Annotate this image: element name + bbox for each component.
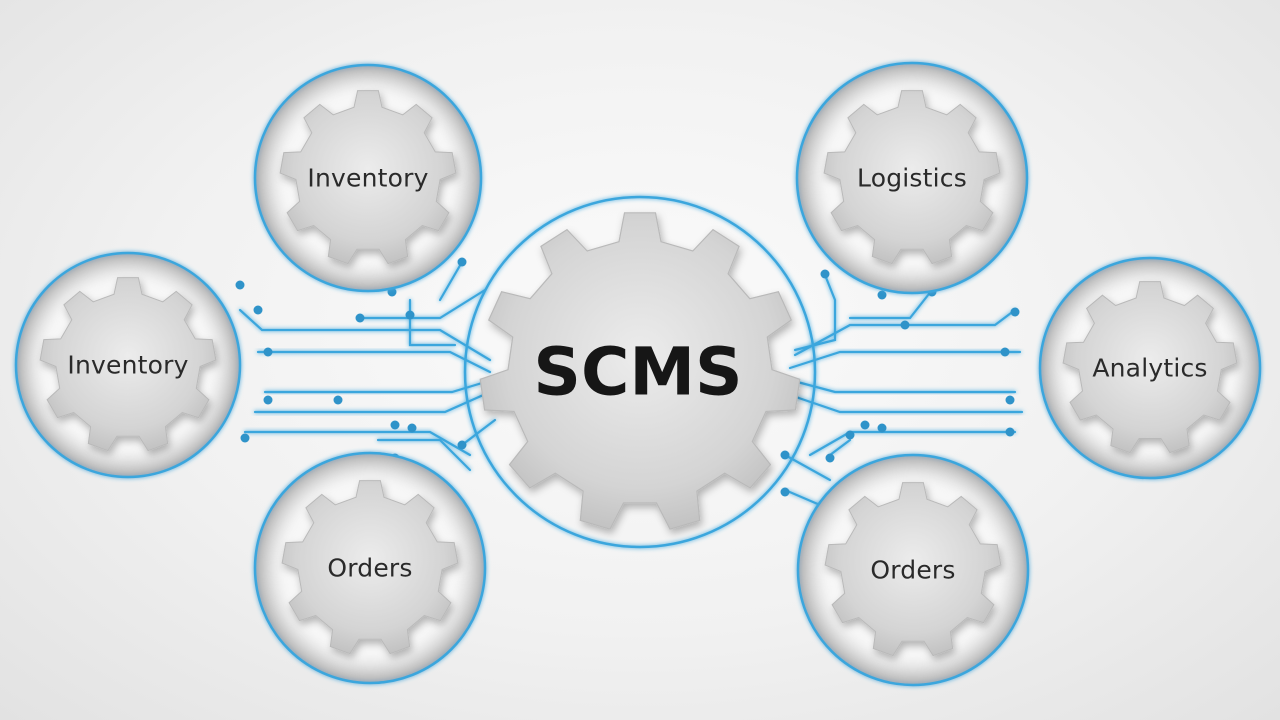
circuit-node-dot [1000, 347, 1010, 357]
circuit-node-dot [1010, 307, 1020, 317]
circuit-trace-icon [788, 378, 1017, 394]
hub-label: SCMS [533, 333, 743, 411]
circuit-node-dot [457, 257, 467, 267]
circuit-trace-icon [828, 438, 852, 457]
circuit-node-dot [355, 313, 365, 323]
circuit-trace-icon [793, 308, 1017, 357]
circuit-trace-icon [788, 393, 1024, 414]
gear-icon [279, 90, 457, 265]
circuit-node-dot [390, 420, 400, 430]
circuit-trace-icon [460, 418, 497, 447]
circuit-node-dot [235, 280, 245, 290]
circuit-node-dot [457, 440, 467, 450]
circuit-node-dot [860, 420, 870, 430]
gears [39, 90, 1238, 657]
circuit-node-dot [405, 310, 415, 320]
circuit-node-dot [900, 320, 910, 330]
circuit-node-dot [780, 487, 790, 497]
node-label-inventory-left: Inventory [67, 350, 189, 380]
circuit-trace-icon [243, 430, 472, 457]
node-label-inventory-top: Inventory [307, 163, 429, 193]
circuit-trace-icon [253, 390, 492, 414]
node-label-orders-right: Orders [870, 555, 956, 585]
circuit-trace-icon [438, 260, 464, 302]
node-label-analytics: Analytics [1092, 353, 1208, 383]
circuit-trace-icon [263, 378, 494, 394]
circuit-node-dot [1005, 427, 1015, 437]
circuit-trace-icon [358, 288, 487, 320]
circuit-node-dot [845, 430, 855, 440]
circuit-trace-icon [848, 288, 934, 320]
gear-icon [39, 277, 217, 452]
circuit-node-dot [820, 269, 830, 279]
hub-gear-icon [479, 212, 801, 530]
circuit-trace-icon [783, 488, 822, 507]
circuit-trace-icon [808, 430, 1017, 457]
circuit-trace-icon [256, 350, 492, 374]
circuit-trace-icon [238, 308, 492, 362]
gear-icon [1062, 281, 1238, 454]
circuit-node-dot [263, 347, 273, 357]
circuit-node-dot [407, 423, 417, 433]
circuit-trace-icon [376, 438, 472, 472]
gear-icon [824, 482, 1002, 657]
gear-icon [281, 480, 459, 655]
circuit-node-dot [253, 305, 263, 315]
circuit-trace-icon [793, 273, 837, 352]
node-label-logistics: Logistics [857, 163, 967, 193]
hub-ring [463, 195, 817, 549]
circuit-node-dot [825, 453, 835, 463]
circuit-trace-icon [788, 350, 1022, 370]
circuit-node-dot [780, 450, 790, 460]
circuit-node-dot [877, 423, 887, 433]
circuit-node-dot [1005, 395, 1015, 405]
circuit-node-dot [240, 433, 250, 443]
node-label-orders-left: Orders [327, 553, 413, 583]
gear-icon [823, 90, 1001, 265]
circuit-node-dot [333, 395, 343, 405]
circuit-node-dot [877, 290, 887, 300]
circuit-node-dot [263, 395, 273, 405]
circuit-trace-icon [408, 298, 457, 347]
